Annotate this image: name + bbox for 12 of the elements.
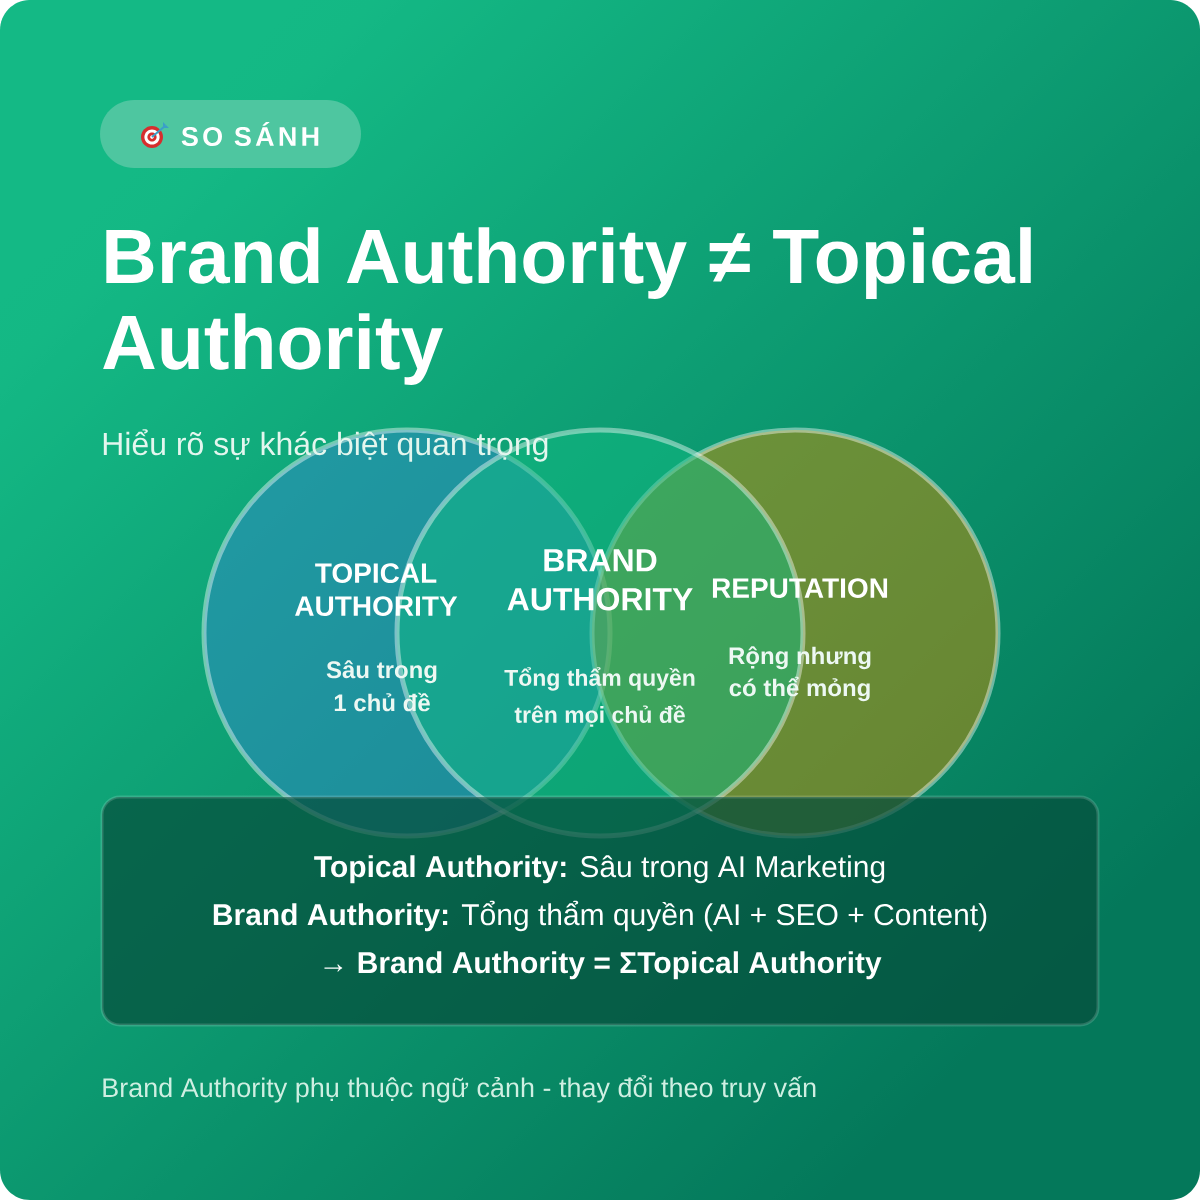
title: Brand Authority ≠ Topical Authority: [103, 227, 1031, 385]
circle-caption: Tổng thẩm quyền trên mọi chủ đề: [504, 667, 695, 727]
circle-caption: Sâu trong 1 chủ đề: [326, 660, 437, 712]
subtitle: Hiểu rõ sự khác biệt quan trọng: [103, 429, 548, 462]
circle-heading: TOPICAL AUTHORITY: [295, 563, 458, 616]
summary-line: → Brand Authority = ΣTopical Authority: [324, 951, 882, 980]
summary-line: Brand Authority: Tổng thẩm quyền (AI + SEO + Content): [213, 900, 987, 932]
circle-heading: REPUTATION: [712, 578, 888, 598]
summary-panel: [100, 795, 1100, 1027]
footnote: Brand Authority phụ thuộc ngữ cảnh - thay đổi theo truy vấn: [103, 1075, 816, 1103]
circle-heading: BRAND AUTHORITY: [507, 549, 693, 611]
summary-line: Topical Authority: Sâu trong AI Marketing: [314, 855, 885, 884]
